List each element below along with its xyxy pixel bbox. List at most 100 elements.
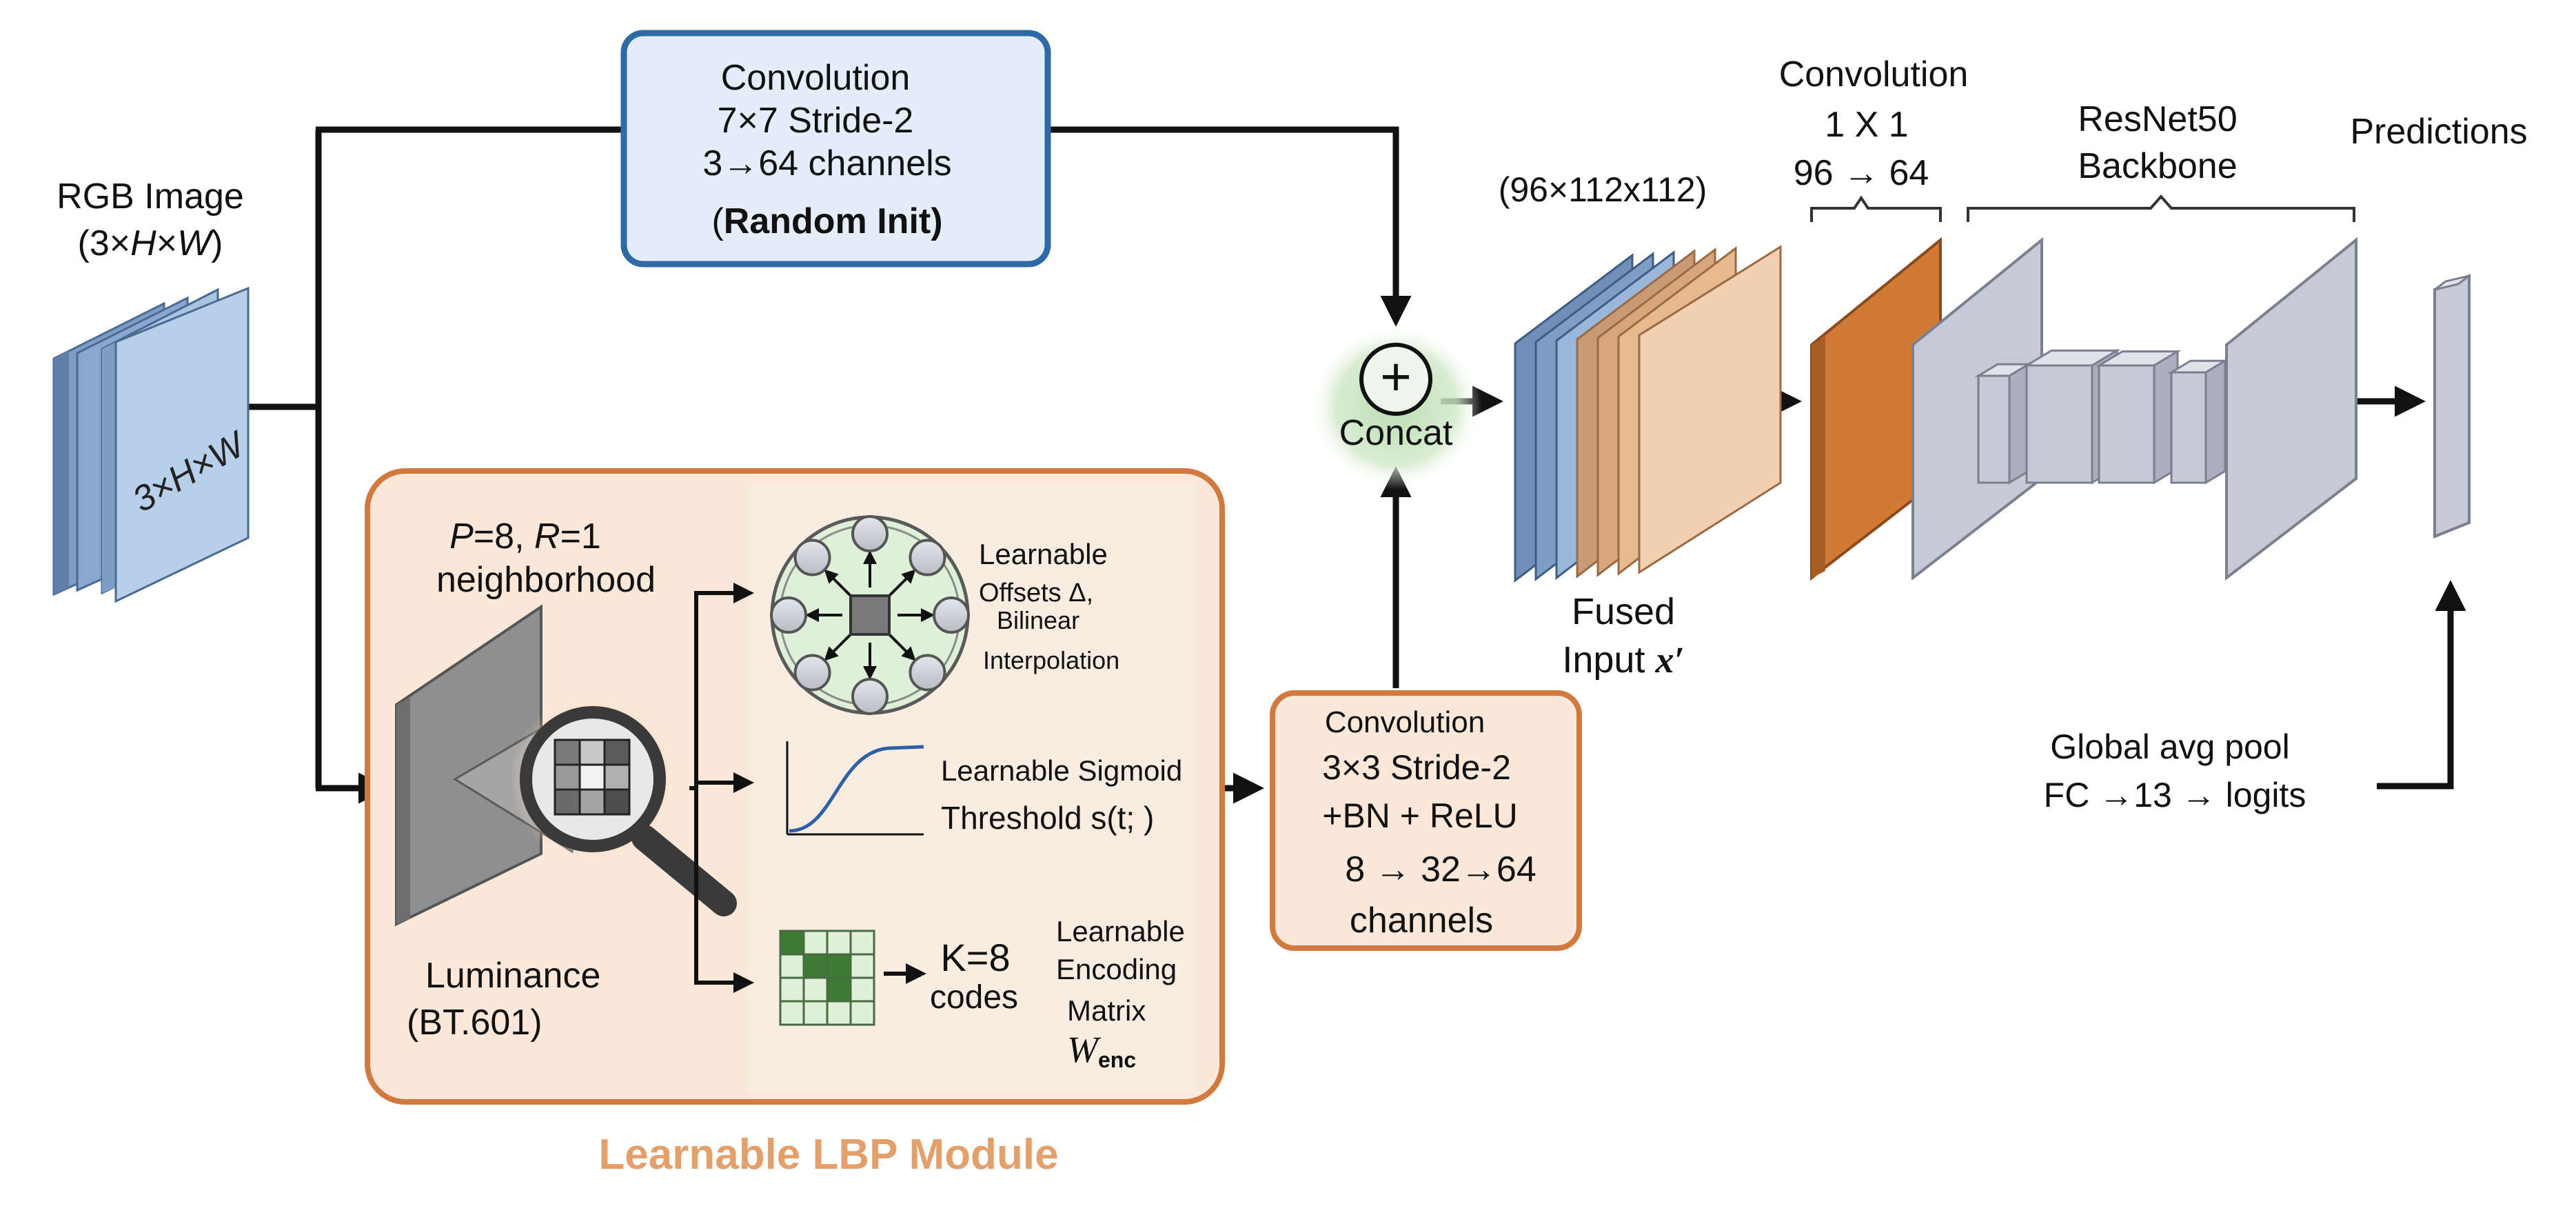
offset-arrow	[888, 633, 916, 661]
backbone-brace	[1967, 194, 2355, 222]
conv-to-concat-line	[1048, 126, 1412, 327]
sigmoid-plot-icon	[786, 741, 924, 836]
offset-arrow	[824, 633, 852, 661]
pool-line2: FC →13 → logits	[2044, 776, 2306, 814]
predictions-label: Predictions	[2350, 112, 2527, 152]
conv-lbp-frame	[1270, 690, 1582, 951]
offset-arrow	[888, 569, 916, 597]
conv-1x1-brace	[1810, 195, 1942, 222]
concat-label: Concat	[1339, 413, 1453, 453]
conv-top-line3: 3→64 channels	[702, 143, 951, 183]
magnifier-pixel-grid	[554, 739, 631, 816]
codes-k: K=8	[940, 936, 1010, 979]
encoding-cell	[849, 930, 875, 956]
connectors	[248, 126, 2466, 804]
encoding-cell	[779, 976, 805, 1003]
fused-label-line2: Input x′	[1562, 639, 1684, 681]
encoding-cell	[826, 953, 852, 979]
offsets-line2: Offsets Δ,	[979, 579, 1093, 608]
neighbor-node	[770, 596, 807, 634]
concat-node: + Concat	[1310, 324, 1482, 490]
conv-1x1-layer-edge	[1812, 337, 1825, 578]
neighbor-node	[793, 654, 831, 692]
neighbor-node	[851, 678, 889, 715]
predictions-vector-front	[2433, 274, 2471, 539]
conv-1x1-block: Convolution 1 X 1 96 → 64	[1779, 54, 1969, 581]
conv-lbp-line2: 3×3 Stride-2	[1322, 748, 1511, 787]
encoding-cell	[779, 1000, 805, 1026]
predictions-block: Predictions	[2350, 112, 2528, 539]
encoding-symbol: Wenc	[1067, 1029, 1136, 1072]
rgb-image-title: RGB Image	[57, 177, 244, 217]
backbone-line2: Backbone	[2078, 146, 2237, 186]
resnet-stage-block	[1977, 374, 2011, 484]
resnet-stage-block	[2025, 364, 2093, 484]
offset-arrow	[824, 569, 852, 597]
resnet-stage-block-side	[2204, 359, 2227, 485]
conv-lbp-line5: channels	[1350, 901, 1493, 941]
pool-line1: Global avg pool	[2050, 727, 2289, 766]
conv-top-line4: (Random Init)	[711, 201, 942, 241]
conv-lbp-line4: 8 → 32→64	[1345, 850, 1537, 890]
rgb-front-face	[114, 286, 250, 603]
lbp-neighborhood-word: neighborhood	[436, 560, 656, 600]
encoding-cell	[826, 1000, 852, 1026]
encoding-line1: Learnable	[1056, 915, 1185, 947]
encoding-cell	[826, 976, 852, 1003]
lbp-module: P=8, R=1 neighborhood	[365, 468, 1225, 1178]
luminance-label-line1: Luminance	[425, 956, 600, 996]
pool-fc-block: Global avg pool FC →13 → logits	[2044, 727, 2306, 814]
conv-lbp-line3: +BN + ReLU	[1322, 796, 1517, 835]
conv-1x1-line3: 96 → 64	[1794, 153, 1929, 193]
codes-word: codes	[930, 979, 1018, 1016]
neighbor-node	[909, 539, 946, 576]
encoding-cell	[802, 953, 829, 979]
fused-input-block: (96×112x112) Fused Input x′	[1499, 170, 1782, 681]
predictions-vector-top	[2434, 274, 2470, 291]
encoding-cell	[849, 953, 875, 979]
encoding-cell	[802, 976, 829, 1003]
branch-encoding-arrow	[694, 783, 754, 993]
fused-channel-slab	[1638, 245, 1782, 574]
resnet-stage-block	[2098, 364, 2156, 484]
conv-lbp-box: Convolution 3×3 Stride-2 +BN + ReLU 8 → …	[1270, 690, 1582, 951]
conv-1x1-line1: Convolution	[1779, 54, 1969, 94]
encoding-cell	[849, 1000, 875, 1026]
branch-offsets-arrow	[689, 583, 754, 790]
conv-1x1-line2: 1 X 1	[1825, 105, 1908, 145]
conv-top-line1: Convolution	[721, 58, 911, 98]
neighbor-node	[851, 515, 889, 552]
resnet-stage-block	[2170, 371, 2207, 484]
offsets-line3: Bilinear	[997, 606, 1079, 634]
fused-label-line1: Fused	[1572, 591, 1675, 632]
conv-top-frame	[620, 30, 1051, 268]
offsets-line1: Learnable	[979, 538, 1108, 570]
sigmoid-line2: Threshold s(t; )	[941, 800, 1154, 836]
encoding-cell	[802, 930, 829, 956]
neighbor-node	[793, 539, 831, 576]
resnet-exit-slab	[2225, 237, 2357, 581]
encoding-cell	[779, 953, 805, 979]
encoding-line3: Matrix	[1067, 994, 1146, 1027]
center-pixel-node	[849, 594, 891, 636]
encoding-cell	[849, 976, 875, 1003]
offsets-line4: Interpolation	[983, 646, 1119, 674]
concat-symbol: +	[1380, 346, 1412, 407]
pool-to-predictions-arrow	[2377, 580, 2466, 790]
backbone-line1: ResNet50	[2078, 99, 2237, 139]
rgb-image-shape: (3×H×W)	[78, 223, 223, 263]
lbp-neighborhood-params: P=8, R=1	[449, 516, 601, 556]
conv-top-line2: 7×7 Stride-2	[718, 101, 914, 141]
encoding-cell	[802, 1000, 829, 1026]
sigmoid-line1: Learnable Sigmoid	[941, 754, 1182, 787]
conv-lbp-line1: Convolution	[1325, 705, 1485, 739]
lbp-branch-arrows	[689, 583, 754, 993]
luminance-slab-edge	[396, 698, 410, 924]
neighbor-node	[933, 596, 970, 634]
lbp-module-title: Learnable LBP Module	[598, 1131, 1058, 1178]
rgb-channel-slab-1-side	[54, 350, 69, 594]
encoding-line2: Encoding	[1056, 953, 1177, 985]
encoding-cell	[779, 930, 805, 956]
